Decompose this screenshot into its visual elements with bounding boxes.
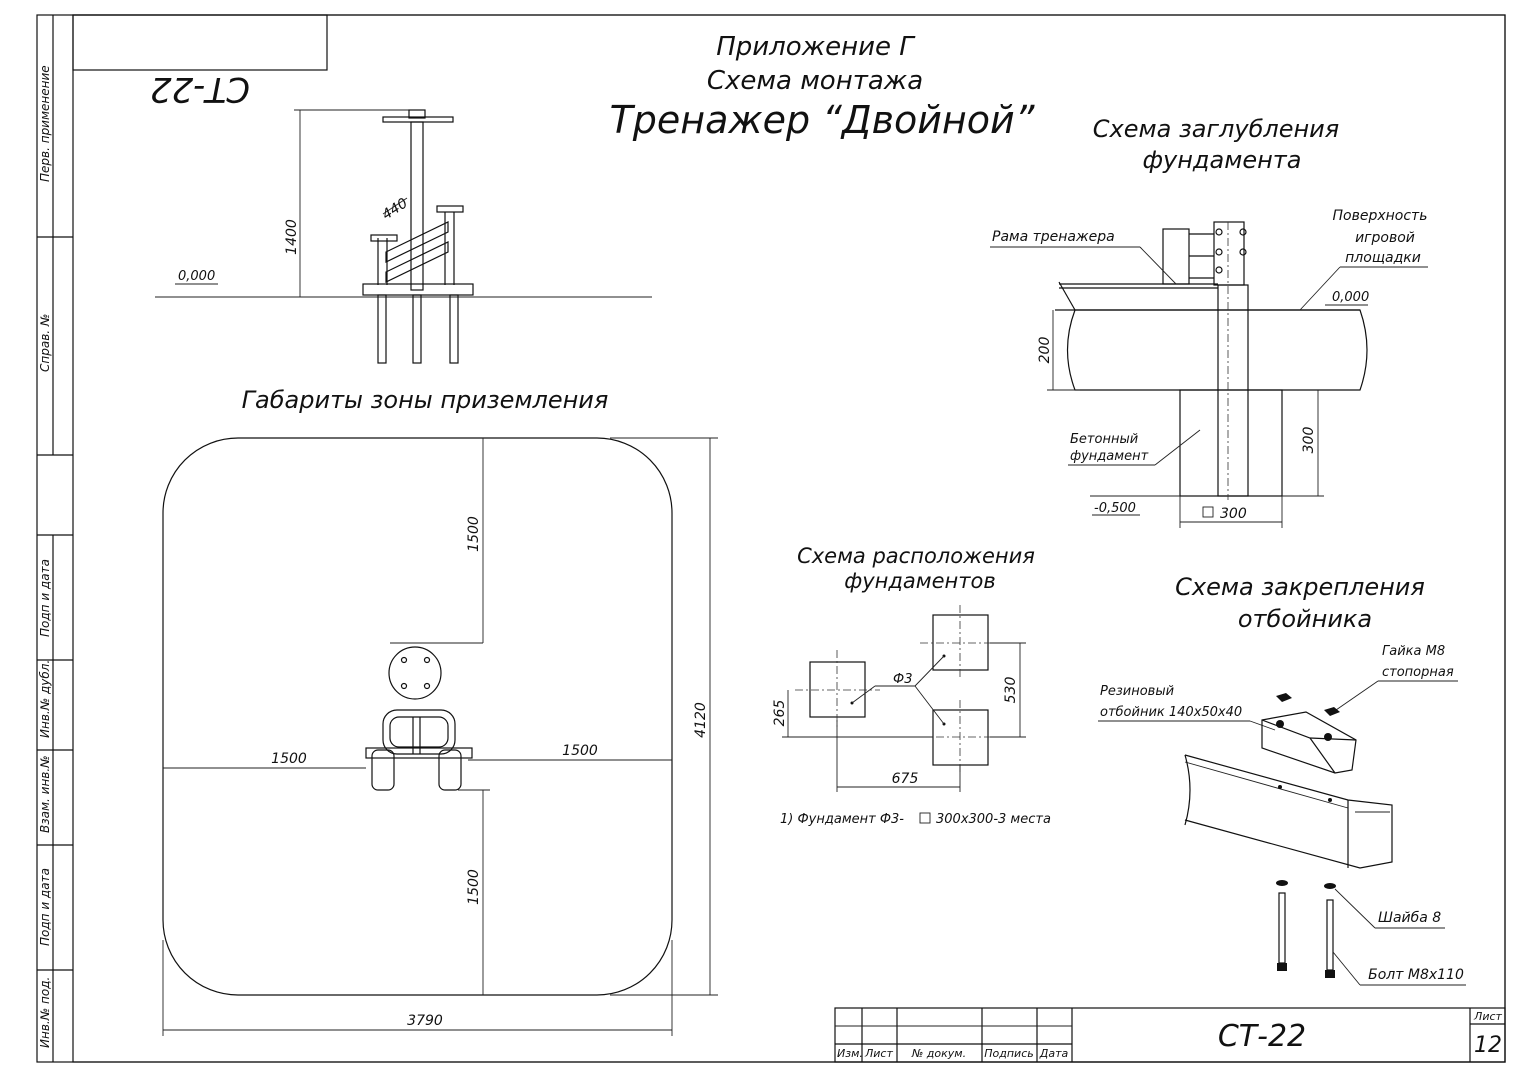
scheme-title: Схема монтажа — [707, 66, 923, 96]
layout-marker: Ф3 — [893, 672, 912, 687]
foundation-layout-scheme: Схема расположения фундаментов Ф3 265 53… — [772, 544, 1051, 827]
landing-zone: Габариты зоны приземления 1500 1500 1500… — [162, 386, 718, 1036]
side-stamp: Перв. применение Справ. № Подп и дата Ин… — [37, 15, 73, 1062]
layout-note-prefix: 1) Фундамент Ф3- — [780, 812, 904, 827]
dim-300-vertical: 300 — [1301, 427, 1317, 454]
dim-530: 530 — [1003, 677, 1019, 704]
tb-sheet-number: 12 — [1474, 1033, 1502, 1058]
mirrored-code-box: СТ-22 — [72, 14, 328, 109]
elevation-view: 0,000 1400 440 — [155, 109, 652, 364]
layout-title-2: фундаментов — [844, 569, 995, 593]
layout-note-suffix: 300х300-3 места — [936, 812, 1051, 827]
tb-signature: Подпись — [984, 1047, 1033, 1060]
frame-label: Рама тренажера — [992, 229, 1115, 245]
concrete-label-2: фундамент — [1070, 449, 1149, 464]
concrete-label-1: Бетонный — [1070, 432, 1138, 447]
tb-doc-no: № докум. — [911, 1047, 966, 1060]
elevation-width: 440 — [379, 195, 410, 223]
stamp-sign-date-2: Подп и дата — [38, 868, 52, 946]
tb-date: Дата — [1039, 1047, 1069, 1060]
stamp-ref-no: Справ. № — [38, 314, 52, 372]
stamp-orig-inv: Инв.№ под. — [38, 977, 52, 1048]
depth-title-1: Схема заглубления — [1093, 115, 1339, 143]
foundation-depth-scheme: Схема заглубления фундамента Рама тренаж… — [990, 115, 1428, 528]
rubber-label-2: отбойник 140х50х40 — [1100, 705, 1242, 720]
dim-bottom: 1500 — [466, 869, 482, 905]
dim-left: 1500 — [271, 751, 307, 767]
dim-265: 265 — [772, 700, 788, 727]
bumper-title-1: Схема закрепления — [1175, 573, 1425, 601]
level-top: 0,000 — [1332, 290, 1369, 305]
nut-label-1: Гайка М8 — [1382, 644, 1445, 659]
stamp-dup-inv: Инв.№ дубл. — [38, 660, 52, 738]
dim-width: 3790 — [407, 1013, 443, 1029]
dim-200: 200 — [1037, 337, 1053, 364]
tb-code: СТ-22 — [1218, 1019, 1306, 1054]
layout-title-1: Схема расположения — [797, 544, 1035, 568]
dim-height: 4120 — [693, 702, 709, 738]
width-300: 300 — [1220, 506, 1247, 522]
elevation-height: 1400 — [284, 219, 300, 255]
dim-675: 675 — [892, 771, 919, 787]
tb-izm: Изм. — [837, 1047, 863, 1060]
depth-title-2: фундамента — [1143, 146, 1302, 174]
note-square-symbol — [919, 812, 931, 824]
square-symbol — [1202, 506, 1214, 518]
mirrored-code: СТ-22 — [150, 69, 250, 109]
surface-label-3: площадки — [1345, 250, 1421, 266]
landing-zone-title: Габариты зоны приземления — [242, 386, 609, 414]
surface-label-1: Поверхность — [1333, 208, 1428, 224]
washer-label: Шайба 8 — [1378, 910, 1441, 926]
dim-right: 1500 — [562, 743, 598, 759]
surface-label-2: игровой — [1355, 230, 1415, 246]
elevation-level: 0,000 — [178, 269, 215, 284]
bumper-scheme: Схема закрепления отбойника Гайка М8 сто… — [1098, 573, 1466, 986]
level-bottom: -0,500 — [1094, 501, 1136, 516]
stamp-first-use: Перв. применение — [38, 65, 52, 182]
landing-zone-outline — [162, 437, 673, 996]
inner-frame — [72, 14, 1506, 1063]
title-block: Изм. Лист № докум. Подпись Дата СТ-22 Ли… — [834, 1007, 1506, 1063]
stamp-sign-date-1: Подп и дата — [38, 559, 52, 637]
stamp-replace-inv: Взам. инв.№ — [38, 755, 52, 833]
bolt-label: Болт М8х110 — [1368, 967, 1464, 983]
appendix-title: Приложение Г — [716, 32, 916, 62]
tb-list: Лист — [864, 1047, 893, 1060]
dim-top: 1500 — [466, 516, 482, 552]
product-title: Тренажер “Двойной” — [610, 98, 1035, 142]
rubber-label-1: Резиновый — [1100, 684, 1174, 699]
bumper-title-2: отбойника — [1238, 605, 1372, 633]
nut-label-2: стопорная — [1382, 665, 1454, 680]
tb-sheet-label: Лист — [1473, 1010, 1502, 1023]
